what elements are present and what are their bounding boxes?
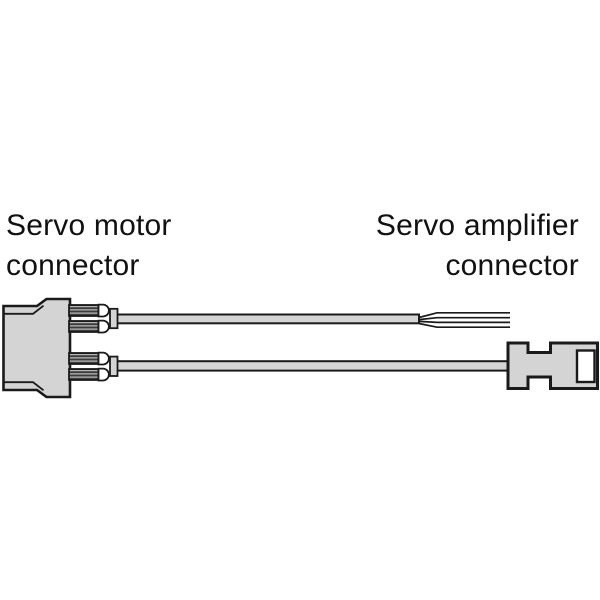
terminal-tips bbox=[97, 303, 110, 382]
amplifier-connector-body bbox=[506, 341, 599, 390]
motor-connector-bottom-contour bbox=[3, 381, 45, 392]
terminal-tip-3 bbox=[97, 351, 110, 366]
motor-connector-body bbox=[2, 297, 72, 399]
junction-block-bottom bbox=[109, 355, 119, 377]
crimp-pins bbox=[68, 304, 100, 381]
terminal-tip-4 bbox=[97, 367, 110, 382]
cable-top bbox=[115, 313, 420, 325]
stripped-wires bbox=[418, 311, 510, 329]
amplifier-connector-slot bbox=[575, 349, 596, 384]
crimp-pin-2 bbox=[68, 320, 100, 333]
crimp-pin-4 bbox=[68, 368, 100, 381]
junction-block-top bbox=[109, 307, 119, 330]
motor-connector-label: Servo motor connector bbox=[6, 209, 172, 282]
crimp-pin-3 bbox=[68, 352, 100, 365]
crimp-pin-1 bbox=[68, 304, 100, 317]
terminal-tip-2 bbox=[97, 319, 110, 334]
amplifier-connector-label: Servo amplifier connector bbox=[375, 209, 579, 282]
wire-3 bbox=[418, 320, 510, 324]
terminal-tip-1 bbox=[97, 303, 110, 318]
wire-4 bbox=[418, 322, 510, 329]
wire-2 bbox=[418, 316, 510, 321]
motor-connector-top-contour bbox=[3, 304, 45, 315]
amplifier-connector bbox=[506, 341, 599, 390]
cable-bottom bbox=[115, 360, 510, 372]
wire-1 bbox=[418, 311, 510, 319]
motor-connector bbox=[2, 297, 119, 399]
